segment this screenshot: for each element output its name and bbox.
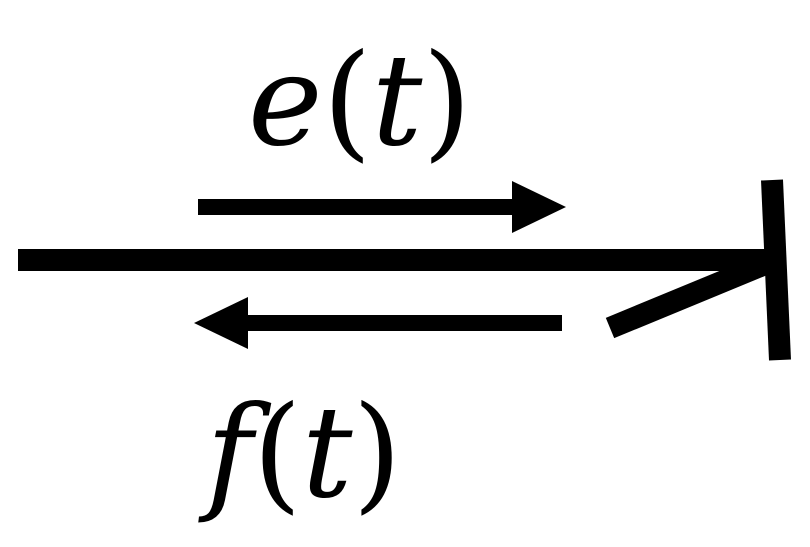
forward-fn-symbol: e [248, 27, 323, 174]
backward-close-paren: ) [352, 379, 402, 526]
forward-arrow-head [512, 181, 566, 233]
forward-arg-symbol: t [371, 27, 423, 174]
forward-wave-label: e(t) [248, 38, 472, 164]
forward-open-paren: ( [322, 27, 372, 174]
backward-arrow [194, 297, 562, 349]
backward-open-paren: ( [252, 379, 302, 526]
backward-arrow-head [194, 297, 248, 349]
terminal-stub [605, 251, 775, 339]
termination-bar [761, 179, 791, 361]
backward-fn-symbol: f [206, 379, 253, 526]
backward-arg-symbol: t [301, 379, 353, 526]
backward-wave-label: f(t) [206, 390, 402, 516]
forward-close-paren: ) [422, 27, 472, 174]
forward-arrow [198, 181, 566, 233]
